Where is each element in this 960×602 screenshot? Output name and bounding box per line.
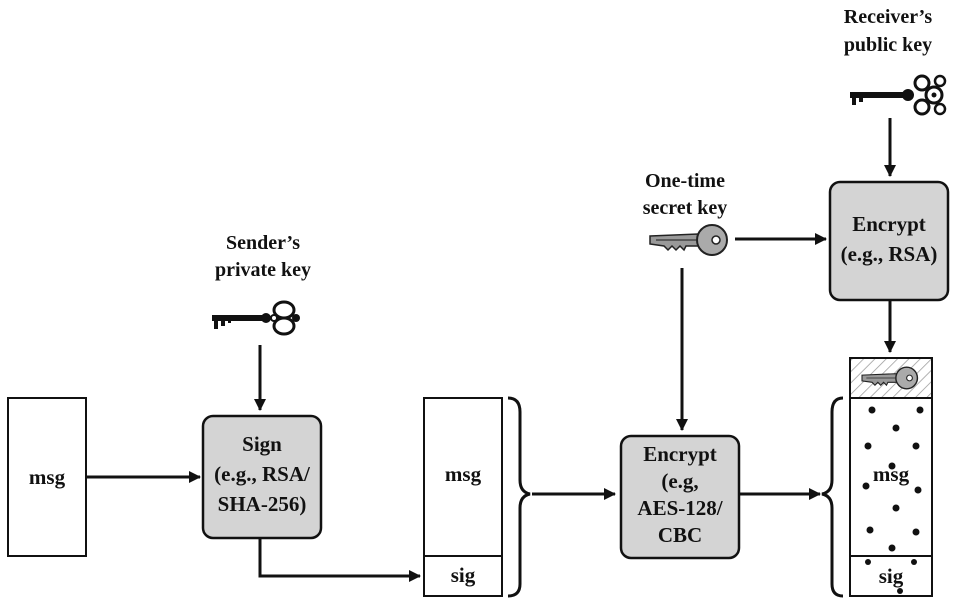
sender-private-key-label-line2: private key	[215, 259, 311, 281]
input-msg-label: msg	[29, 465, 66, 489]
sig-encryption-dots	[865, 559, 917, 594]
encrypt-aes-label-line4: CBC	[658, 523, 702, 547]
encrypt-aes-label-line2: (e.g,	[661, 469, 698, 493]
encrypt-rsa-block	[828, 180, 950, 302]
encrypt-rsa-label-line1: Encrypt	[852, 212, 926, 236]
output-msg-block	[849, 397, 933, 557]
encrypt-aes-label-line3: AES-128/	[637, 496, 723, 520]
one-time-secret-key-icon	[649, 224, 728, 256]
receiver-public-key-label-line2: public key	[844, 34, 932, 56]
receiver-public-key-label-line1: Receiver’s	[844, 6, 933, 28]
output-sig-block	[849, 555, 933, 597]
sender-private-key-icon	[210, 300, 302, 336]
signed-sig-label: sig	[451, 563, 476, 587]
sign-label-line2: (e.g., RSA/	[214, 462, 311, 486]
signed-bundle-brace	[507, 396, 531, 598]
encrypt-rsa-label-line2: (e.g., RSA)	[841, 242, 938, 266]
signed-msg-label: msg	[445, 462, 482, 486]
signed-sig-block	[423, 555, 503, 597]
sign-label-line3: SHA-256)	[218, 492, 307, 516]
encrypt-aes-label-line1: Encrypt	[643, 442, 717, 466]
sign-to-sig-arrow	[258, 538, 421, 582]
output-sig-label: sig	[879, 564, 904, 588]
output-msg-label: msg	[873, 462, 910, 486]
encrypt-aes-block	[619, 434, 741, 560]
sign-block	[201, 414, 323, 540]
input-msg-block	[7, 397, 87, 557]
sign-label-line1: Sign	[242, 432, 282, 456]
secret-key-label-line2: secret key	[643, 197, 728, 219]
encryption-dots	[862, 406, 924, 552]
secret-key-label-line1: One-time	[645, 170, 725, 192]
receiver-public-key-icon	[848, 74, 947, 116]
envelope-brace	[821, 396, 844, 598]
sender-private-key-label-line1: Sender’s	[226, 232, 300, 254]
